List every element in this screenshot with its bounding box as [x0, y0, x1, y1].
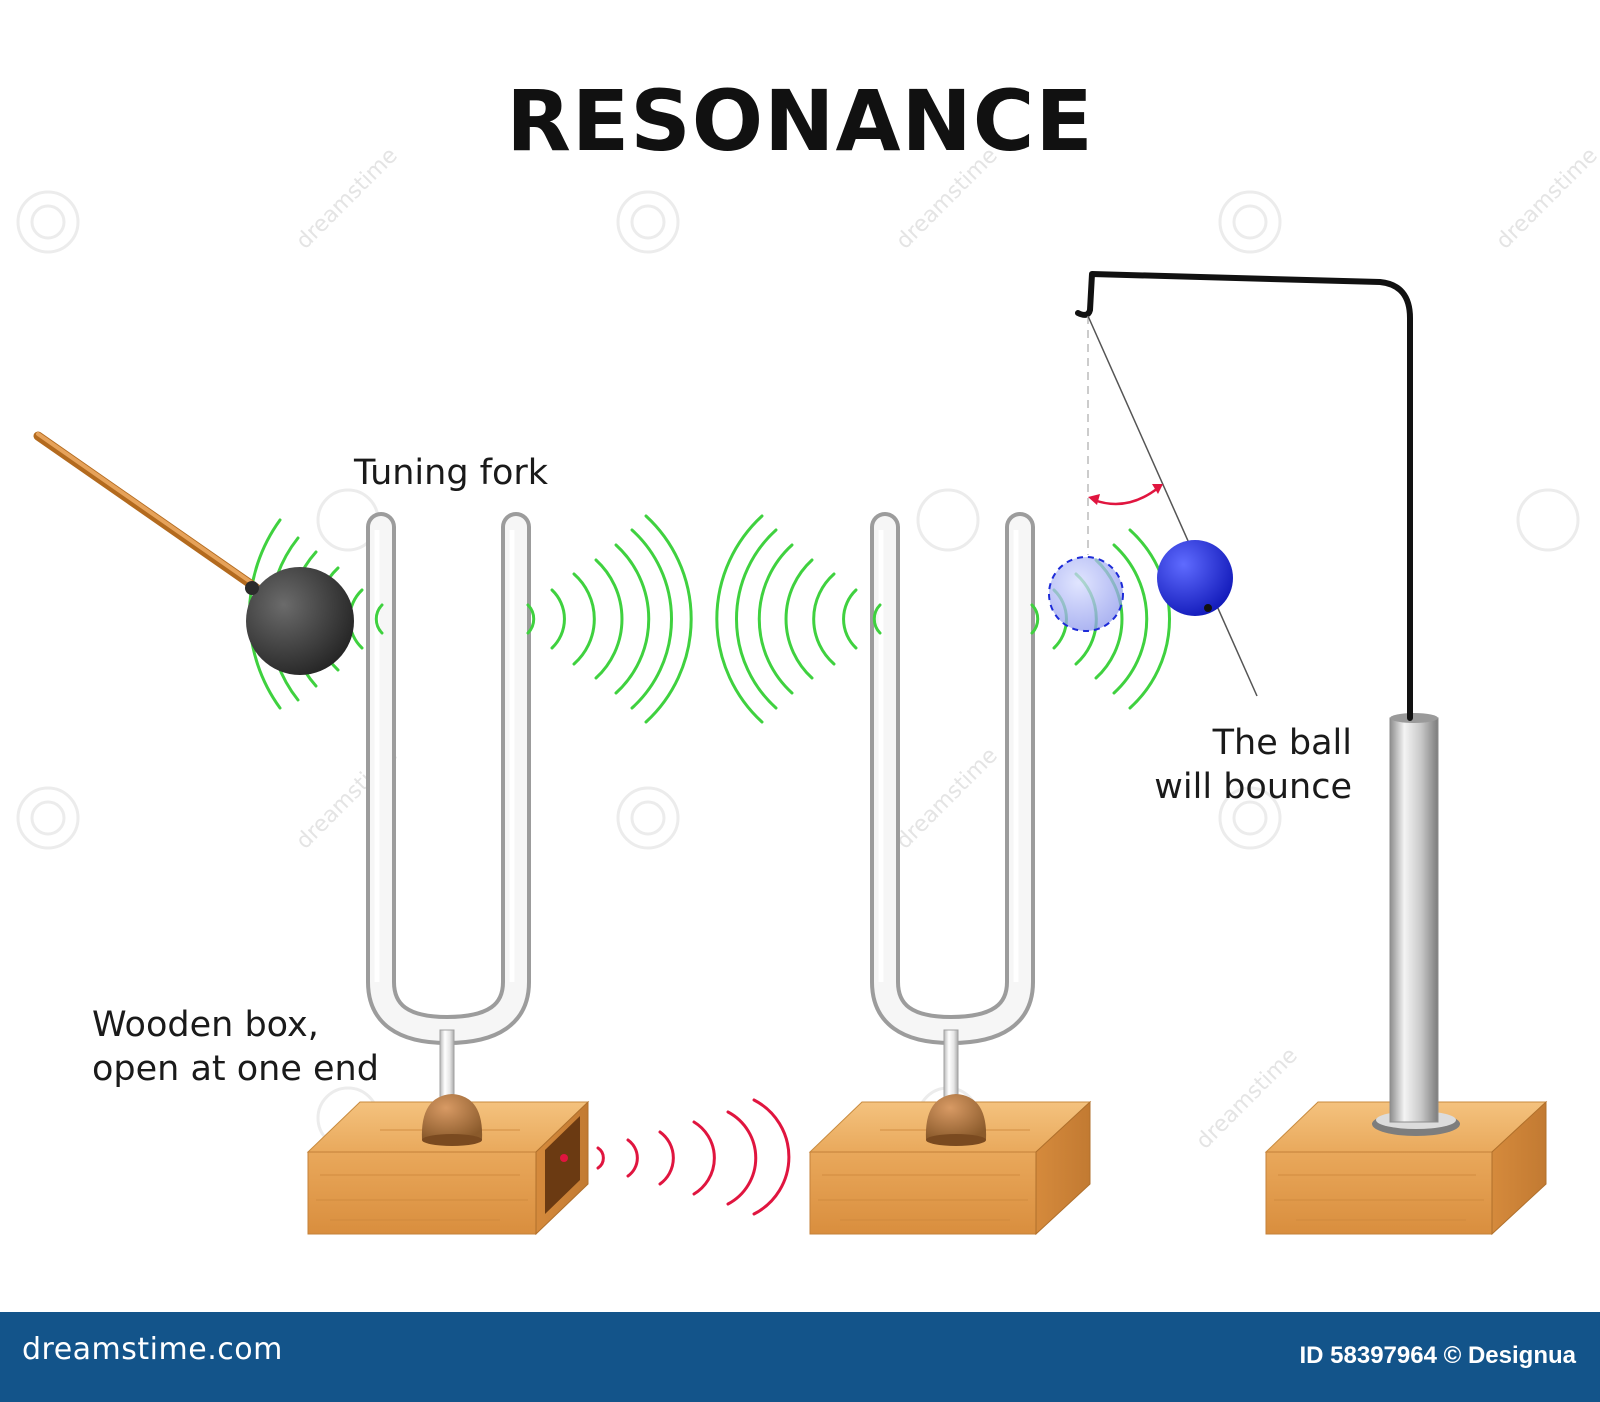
wave-arc	[1112, 543, 1149, 695]
watermark-icon	[1232, 800, 1268, 836]
watermark-icon	[616, 786, 680, 850]
fork-stem	[439, 1029, 455, 1101]
footer-bar: dreamstime.com ID 58397964 © Designua	[0, 1312, 1600, 1402]
mallet-head	[246, 567, 354, 675]
wave-arc	[596, 1146, 605, 1170]
wave-arc	[630, 528, 674, 710]
wave-arc	[757, 543, 794, 695]
watermark-icon	[1218, 190, 1282, 254]
wave-arc	[526, 603, 536, 635]
box-front	[1265, 1151, 1493, 1235]
wave-arc	[734, 528, 778, 710]
watermark-icon	[616, 190, 680, 254]
watermark-text: dreamstime	[1492, 143, 1600, 254]
wave-arc	[626, 1138, 639, 1178]
wave-arc	[872, 603, 882, 635]
wave-arc	[1128, 528, 1172, 710]
wave-arc	[842, 588, 858, 650]
stand-wire	[1075, 271, 1413, 721]
label-tuning-fork: Tuning fork	[353, 453, 549, 493]
swing-arrow	[1093, 487, 1159, 506]
wave-arc	[715, 514, 764, 724]
resonance-diagram: dreamstime dreamstime dreamstime dreamst…	[16, 72, 1600, 1236]
label-ball-line2: will bounce	[1154, 767, 1352, 807]
watermark-icon	[16, 786, 80, 850]
wave-arc	[1030, 603, 1040, 635]
wooden-box-open	[306, 1100, 590, 1236]
wave-arc	[572, 572, 596, 666]
wave-arc	[614, 543, 651, 695]
pole	[1389, 717, 1439, 1123]
sound-source-dot	[560, 1154, 568, 1162]
watermark-icon	[630, 204, 666, 240]
pendulum-string	[1087, 315, 1258, 697]
sound-waves-red	[596, 1098, 791, 1216]
pendulum-ball	[1157, 540, 1233, 616]
watermark-text: dreamstime	[892, 743, 1003, 854]
mallet	[33, 431, 354, 675]
footer-logo[interactable]: dreamstime.com	[22, 1332, 283, 1367]
watermark-text: dreamstime	[292, 143, 403, 254]
fork-knob	[925, 1094, 987, 1140]
box-side	[1491, 1100, 1547, 1236]
wave-arc	[726, 1110, 758, 1206]
diagram-title: RESONANCE	[506, 72, 1094, 170]
wave-arc	[752, 1098, 791, 1216]
ball-stand	[1075, 271, 1460, 1136]
wave-arc	[784, 558, 814, 680]
wave-arc	[594, 558, 624, 680]
label-wooden-box-line1: Wooden box,	[92, 1005, 319, 1045]
wave-arc	[812, 572, 836, 666]
fork-knob	[421, 1094, 483, 1140]
watermark-icon	[16, 190, 80, 254]
box-opening	[545, 1116, 580, 1214]
wave-arc	[550, 588, 566, 650]
watermark-icon	[1232, 204, 1268, 240]
label-ball-line1: The ball	[1212, 723, 1352, 763]
fork-stem	[943, 1029, 959, 1101]
watermark-icon	[1218, 786, 1282, 850]
box-front	[809, 1151, 1037, 1235]
wave-arc	[374, 603, 384, 635]
box-side	[1035, 1100, 1091, 1236]
watermark-icon	[1516, 488, 1580, 552]
footer-image-id: ID 58397964 © Designua	[1299, 1342, 1577, 1369]
watermark-icon	[30, 204, 66, 240]
tuning-fork-left	[366, 512, 531, 1146]
pendulum	[1087, 315, 1258, 697]
wave-arc	[692, 1120, 716, 1196]
ball-rest-position	[1048, 556, 1124, 632]
wave-arc	[644, 514, 693, 724]
fork-body	[366, 512, 531, 1046]
wave-arc	[658, 1130, 675, 1186]
watermark-icon	[916, 488, 980, 552]
watermark-icon	[630, 800, 666, 836]
label-wooden-box-line2: open at one end	[92, 1049, 379, 1089]
watermark-icon	[30, 800, 66, 836]
box-front	[307, 1151, 537, 1235]
